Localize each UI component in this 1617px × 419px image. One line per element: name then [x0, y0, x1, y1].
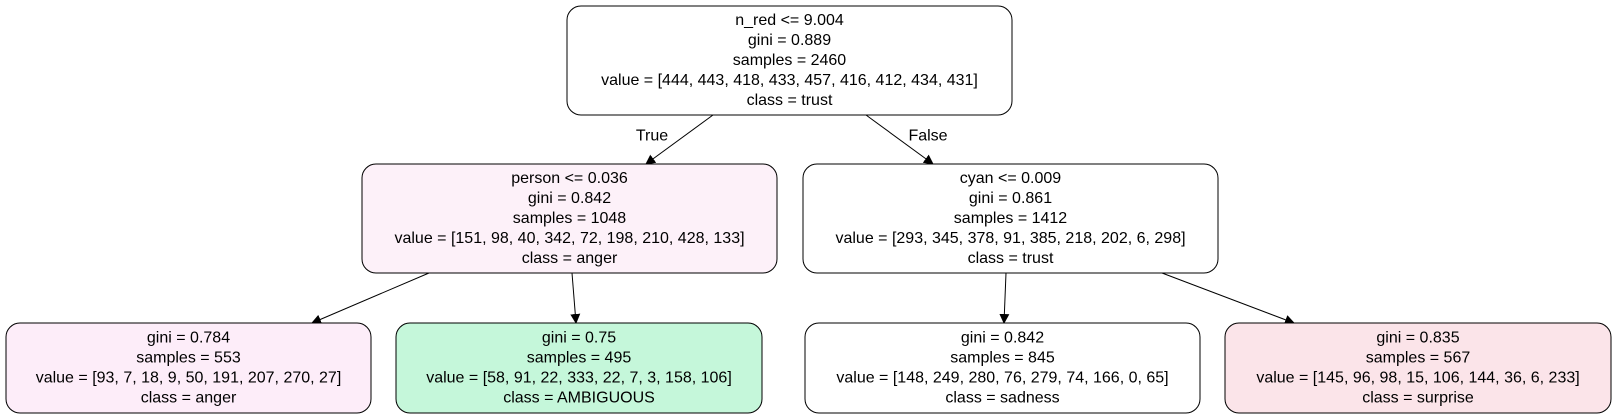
node-text-line: class = trust	[968, 250, 1054, 267]
node-text-line: samples = 553	[136, 350, 241, 367]
node-text-line: samples = 1048	[513, 210, 627, 227]
node-text-line: cyan <= 0.009	[960, 170, 1062, 187]
node-text-line: class = anger	[141, 390, 237, 407]
node-text-line: gini = 0.842	[528, 190, 611, 207]
edge-root-left	[645, 114, 714, 165]
node-text-line: value = [444, 443, 418, 433, 457, 416, 4…	[601, 72, 978, 89]
node-text-line: class = anger	[522, 250, 618, 267]
edge-left-lr	[570, 272, 581, 324]
edge-right-rl	[999, 272, 1010, 324]
tree-node-rl: gini = 0.842 samples = 845 value = [148, 2…	[804, 322, 1201, 414]
node-text-line: value = [293, 345, 378, 91, 385, 218, 20…	[835, 230, 1185, 247]
node-text-line: samples = 495	[527, 350, 632, 367]
node-text-line: gini = 0.889	[748, 32, 831, 49]
edge-label-false: False	[908, 128, 947, 145]
node-text-line: samples = 1412	[954, 210, 1068, 227]
tree-node-ll: gini = 0.784 samples = 553 value = [93, 7,…	[5, 322, 372, 414]
node-text-line: class = AMBIGUOUS	[503, 390, 655, 407]
node-box	[1224, 322, 1612, 414]
tree-node-right: cyan <= 0.009 gini = 0.861 samples = 1412 v…	[802, 163, 1219, 274]
node-text-line: samples = 567	[1366, 350, 1471, 367]
node-text-line: n_red <= 9.004	[735, 12, 844, 29]
node-box	[566, 5, 1013, 116]
node-text-line: value = [145, 96, 98, 15, 106, 144, 36, …	[1256, 370, 1579, 387]
node-text-line: value = [93, 7, 18, 9, 50, 191, 207, 270…	[36, 370, 342, 387]
edge-right-rr	[1161, 272, 1295, 325]
node-text-line: samples = 2460	[733, 52, 847, 69]
node-text-line: gini = 0.835	[1376, 330, 1459, 347]
node-text-line: person <= 0.036	[511, 170, 628, 187]
edge-label-true: True	[636, 128, 668, 145]
tree-node-lr: gini = 0.75 samples = 495 value = [58, 91,…	[395, 322, 763, 414]
tree-node-left: person <= 0.036 gini = 0.842 samples = 104…	[361, 163, 778, 274]
node-text-line: gini = 0.861	[969, 190, 1052, 207]
nodes: n_red <= 9.004 gini = 0.889 samples = 2460…	[5, 5, 1612, 414]
node-text-line: class = sadness	[945, 390, 1059, 407]
edges: True False	[311, 114, 1295, 325]
tree-node-rr: gini = 0.835 samples = 567 value = [145, 9…	[1224, 322, 1612, 414]
node-text-line: class = surprise	[1362, 390, 1474, 407]
node-box	[361, 163, 778, 274]
node-box	[804, 322, 1201, 414]
edge-left-ll	[311, 272, 430, 325]
edge-root-right	[865, 114, 934, 165]
node-text-line: value = [148, 249, 280, 76, 279, 74, 166…	[836, 370, 1168, 387]
node-box	[5, 322, 372, 414]
node-text-line: gini = 0.784	[147, 330, 230, 347]
node-text-line: samples = 845	[950, 350, 1055, 367]
node-text-line: value = [58, 91, 22, 333, 22, 7, 3, 158,…	[426, 370, 732, 387]
node-box	[802, 163, 1219, 274]
tree-node-root: n_red <= 9.004 gini = 0.889 samples = 2460…	[566, 5, 1013, 116]
node-text-line: value = [151, 98, 40, 342, 72, 198, 210,…	[394, 230, 744, 247]
node-text-line: gini = 0.842	[961, 330, 1044, 347]
node-text-line: class = trust	[747, 92, 833, 109]
node-text-line: gini = 0.75	[542, 330, 616, 347]
node-box	[395, 322, 763, 414]
